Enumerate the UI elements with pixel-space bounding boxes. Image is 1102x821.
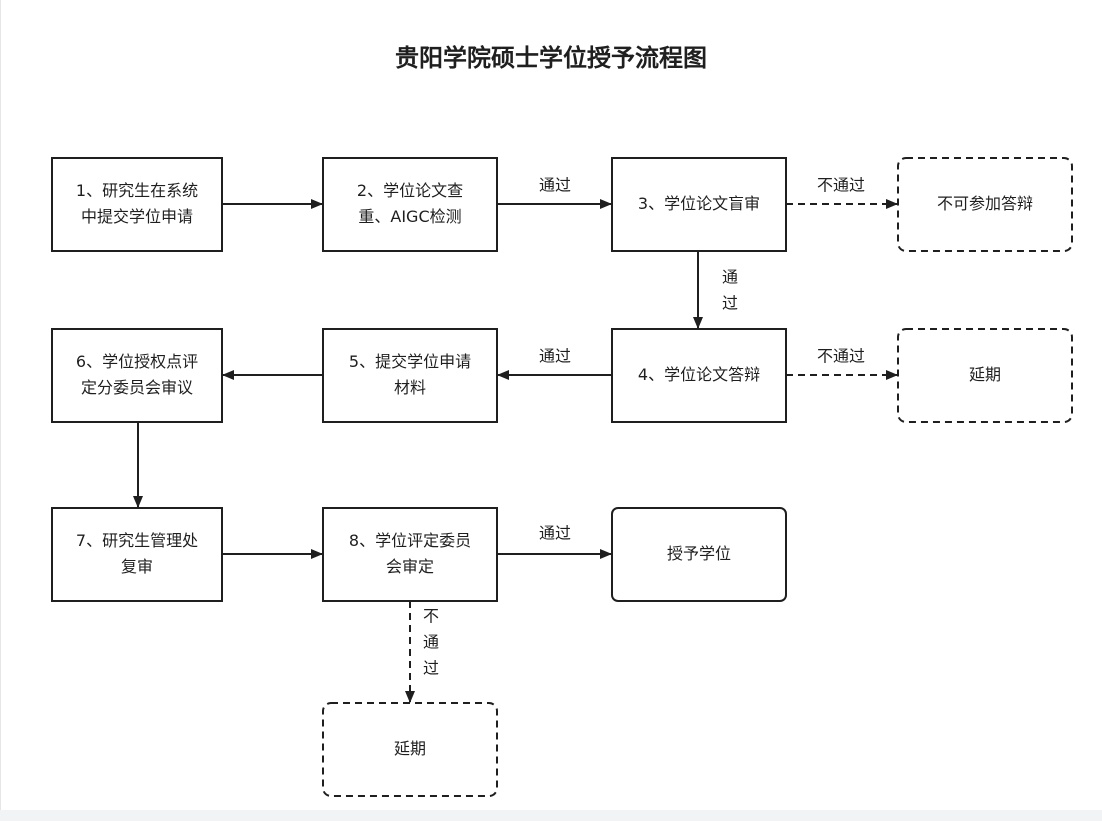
edge-label-char: 不 [423,607,439,626]
node-label-line: 延期 [394,739,426,758]
edge-label-char: 过 [423,659,439,678]
edge-n3-to-n3f: 不通过 [786,176,898,209]
node-n3: 3、学位论文盲审 [611,157,787,252]
node-box [51,507,223,602]
node-label-line: 复审 [121,557,153,576]
node-label-line: 3、学位论文盲审 [638,194,760,213]
node-label-line: 授予学位 [667,544,731,563]
edge-label-char: 通 [423,633,439,652]
node-label-line: 7、研究生管理处 [76,531,198,550]
node-n4f: 延期 [897,328,1073,423]
edge-label-char: 过 [722,294,738,313]
edge-label: 不通过 [817,347,865,366]
node-n3f: 不可参加答辩 [897,157,1073,252]
node-label-line: 2、学位论文查 [357,181,463,200]
node-label-line: 5、提交学位申请 [349,352,471,371]
edge-n3-to-n4: 通过 [693,251,738,329]
edge-label: 通过 [539,347,571,366]
node-label-line: 定分委员会审议 [81,378,193,397]
node-n8f: 延期 [322,702,498,797]
node-label-line: 8、学位评定委员 [349,531,471,550]
node-label-line: 重、AIGC检测 [358,207,461,226]
node-box [611,157,787,252]
node-box [611,328,787,423]
edge-label: 不通过 [817,176,865,195]
edge-label: 通过 [539,524,571,543]
edge-n4-to-n4f: 不通过 [786,347,898,380]
node-box [51,157,223,252]
bottom-scroll-strip [0,810,1102,821]
edge-n4-to-n5: 通过 [497,347,612,380]
node-box [51,328,223,423]
node-box [322,702,498,797]
node-label-line: 延期 [969,365,1001,384]
node-label-line: 1、研究生在系统 [76,181,198,200]
node-box [897,157,1073,252]
node-box [322,507,498,602]
node-label-line: 不可参加答辩 [937,194,1033,213]
node-n4: 4、学位论文答辩 [611,328,787,423]
node-box [611,507,787,602]
edge-label-char: 通 [722,268,738,287]
edge-n2-to-n3: 通过 [497,176,612,209]
edges-layer: 通过不通过通过不通过通过通过不通过 [133,176,898,703]
node-label-line: 会审定 [386,557,434,576]
edge-n8-to-n8f: 不通过 [405,601,439,703]
left-border [0,0,1,810]
edge-label: 通过 [539,176,571,195]
node-box [322,328,498,423]
node-label-line: 4、学位论文答辩 [638,365,760,384]
edge-n8-to-n9: 通过 [497,524,612,559]
node-box [897,328,1073,423]
node-label-line: 中提交学位申请 [81,207,193,226]
node-box [322,157,498,252]
node-n9: 授予学位 [611,507,787,602]
node-label-line: 材料 [394,378,426,397]
node-label-line: 6、学位授权点评 [76,352,198,371]
diagram-title: 贵阳学院硕士学位授予流程图 [395,44,707,72]
